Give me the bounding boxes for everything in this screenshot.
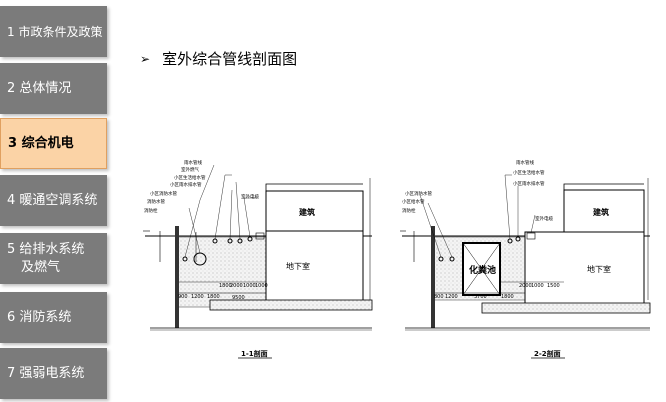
- section-1-dim: 1200: [191, 294, 204, 300]
- section-1-dim: 900: [178, 294, 188, 300]
- section-2-dim: 2000: [519, 283, 532, 289]
- nav-item-electrical[interactable]: 7 强弱电系统: [0, 348, 107, 399]
- svg-text:1-1剖面: 1-1剖面: [241, 349, 268, 358]
- section-1-pipe-label: 消防水管: [147, 198, 165, 205]
- nav-item-label: 3 综合机电: [8, 135, 74, 151]
- nav-item-plumbing-gas[interactable]: 5 给排水系统 及燃气: [0, 233, 107, 284]
- section-1-dim: 1800: [207, 294, 220, 300]
- bullet-arrow-icon: ➢: [140, 51, 151, 66]
- section-2-pipe-label: 雨水管线: [516, 159, 534, 166]
- section-2-pipe-label: 小区生活给水管: [513, 169, 545, 176]
- nav-item-label: 1 市政条件及政策: [7, 24, 103, 39]
- section-1-pipe-label: 雨水管线: [184, 159, 202, 166]
- section-1-dim: 1000: [255, 283, 268, 289]
- nav-item-label: 2 总体情况: [7, 80, 72, 96]
- section-2-pipe-label: 室外电缆: [535, 215, 553, 222]
- section-1-dim: 1800: [219, 283, 232, 289]
- nav-item-label: 4 暖通空调系统: [7, 192, 98, 208]
- svg-text:2-2剖面: 2-2剖面: [534, 349, 561, 358]
- section-2-drawing: [400, 174, 651, 331]
- section-2-pipe-label: 小区给水管: [402, 198, 425, 205]
- section-2-dim: 1200: [445, 294, 458, 300]
- nav-item-integrated-mep[interactable]: 3 综合机电: [0, 118, 107, 169]
- section-2-dim: 3700: [474, 294, 487, 300]
- section-1-pipe-label: 小区雨水排水管: [170, 181, 202, 188]
- section-2-caption: 2-2剖面: [531, 349, 565, 359]
- nav-item-hvac[interactable]: 4 暖通空调系统: [0, 175, 107, 226]
- section-1-pipe-label: 小区生活给水管: [174, 174, 206, 181]
- section-2-building-label: 建筑: [592, 207, 609, 217]
- section-1-caption: 1-1剖面: [238, 349, 272, 359]
- section-2-dim: 1500: [547, 283, 560, 289]
- section-1-pipe-label: 小区消防水管: [150, 190, 177, 197]
- section-1-dim: 9500: [232, 295, 245, 301]
- section-1-dim: 1000: [243, 283, 256, 289]
- section-1-drawing: [143, 164, 373, 331]
- nav-item-label-line2: 及燃气: [21, 259, 61, 275]
- nav-item-label: 6 消防系统: [7, 309, 72, 325]
- section-1-dim: 2000: [230, 283, 243, 289]
- section-2-dim: 1800: [501, 294, 514, 300]
- nav-item-overview[interactable]: 2 总体情况: [0, 63, 107, 114]
- section-2-pipe-label: 消防栓: [402, 207, 416, 214]
- section-1-building-label: 建筑: [298, 207, 315, 217]
- nav-item-label: 5 给排水系统: [7, 241, 85, 257]
- nav-item-municipal[interactable]: 1 市政条件及政策: [0, 6, 107, 57]
- section-2-pipe-label: 小区消防水管: [405, 190, 432, 197]
- section-2-dim: 1000: [531, 283, 544, 289]
- nav-item-label: 7 强弱电系统: [7, 365, 85, 381]
- page-title-text: 室外综合管线剖面图: [162, 50, 298, 68]
- nav-item-fire[interactable]: 6 消防系统: [0, 292, 107, 343]
- page-title: ➢ 室外综合管线剖面图: [140, 48, 297, 69]
- section-1-pipe-label: 室外电缆: [241, 193, 259, 200]
- section-1-basement-label: 地下室: [286, 261, 310, 271]
- sidebar-nav: 1 市政条件及政策 2 总体情况 3 综合机电 4 暖通空调系统 5 给排水系统…: [0, 0, 120, 402]
- section-2-septic-label: 化粪池: [469, 264, 496, 276]
- section-1-pipe-label: 消防栓: [144, 207, 158, 214]
- section-2-dim: 800: [434, 294, 444, 300]
- section-1-pipe-label: 室外燃气: [181, 166, 199, 173]
- section-2-pipe-label: 小区雨水排水管: [513, 180, 545, 187]
- section-2-basement-label: 地下室: [587, 264, 611, 274]
